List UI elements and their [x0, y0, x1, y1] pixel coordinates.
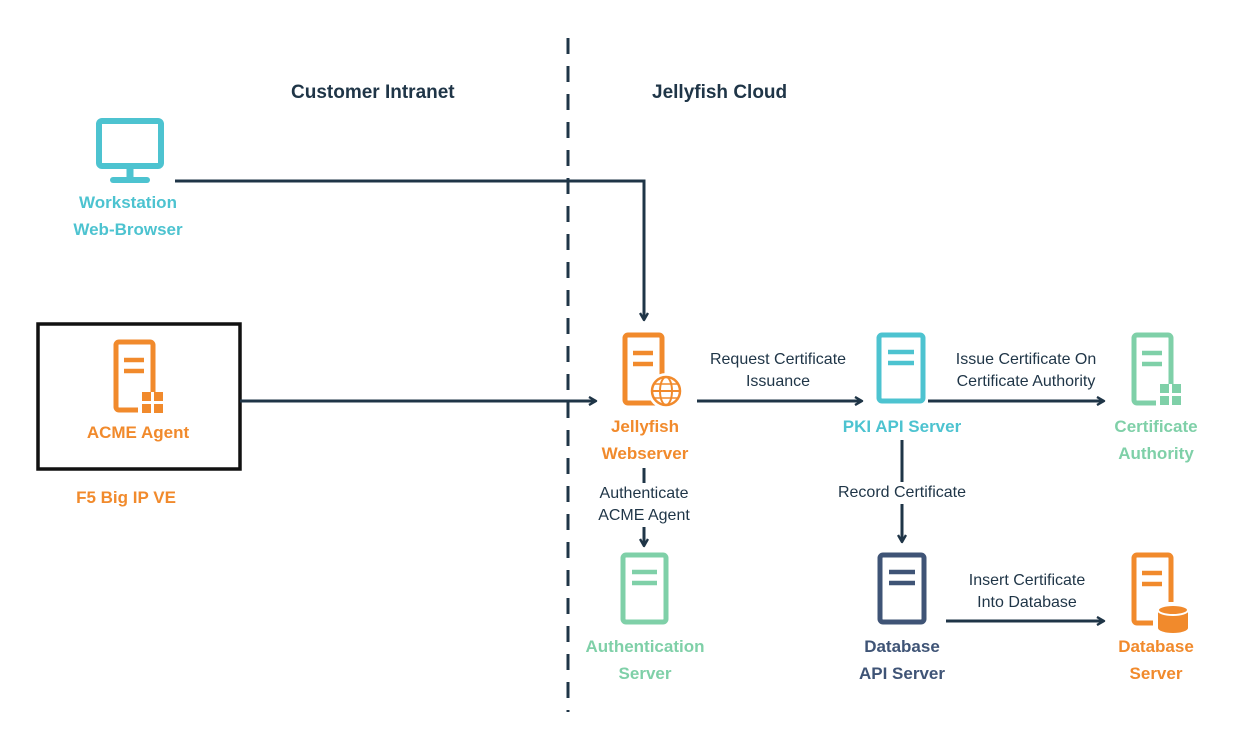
server-windows-icon [1131, 332, 1183, 411]
server-icon [876, 332, 926, 404]
server-globe-icon [622, 332, 684, 409]
server-icon [877, 552, 927, 625]
f5-host-label: F5 Big IP VE [76, 488, 176, 507]
server-windows-icon [113, 339, 165, 419]
authentication-server-label: Authentication Server [585, 637, 705, 683]
f5-host-box [36, 322, 242, 471]
edge-label-authenticate: Authenticate ACME Agent [598, 483, 690, 527]
pki-api-server-label: PKI API Server [842, 417, 962, 436]
workstation-label: Workstation Web-Browser [73, 193, 183, 239]
webserver-label: Jellyfish Webserver [601, 417, 689, 463]
acme-agent-label: ACME Agent [86, 423, 190, 442]
edge-workstation-to-webserver [175, 179, 644, 320]
region-title-customer-intranet: Customer Intranet [291, 82, 455, 103]
edge-label-issue-certificate: Issue Certificate On Certificate Authori… [955, 349, 1097, 393]
certificate-authority-label: Certificate Authority [1114, 417, 1198, 463]
database-api-server-label: Database API Server [859, 637, 945, 683]
server-database-icon [1131, 552, 1193, 636]
edge-label-insert-certificate: Insert Certificate Into Database [968, 570, 1086, 614]
edge-label-request-certificate: Request Certificate Issuance [709, 349, 847, 393]
region-title-jellyfish-cloud: Jellyfish Cloud [652, 82, 788, 103]
server-icon [620, 552, 669, 625]
edge-label-record-certificate: Record Certificate [837, 482, 967, 504]
monitor-icon [96, 118, 164, 183]
database-server-label: Database Server [1118, 637, 1194, 683]
